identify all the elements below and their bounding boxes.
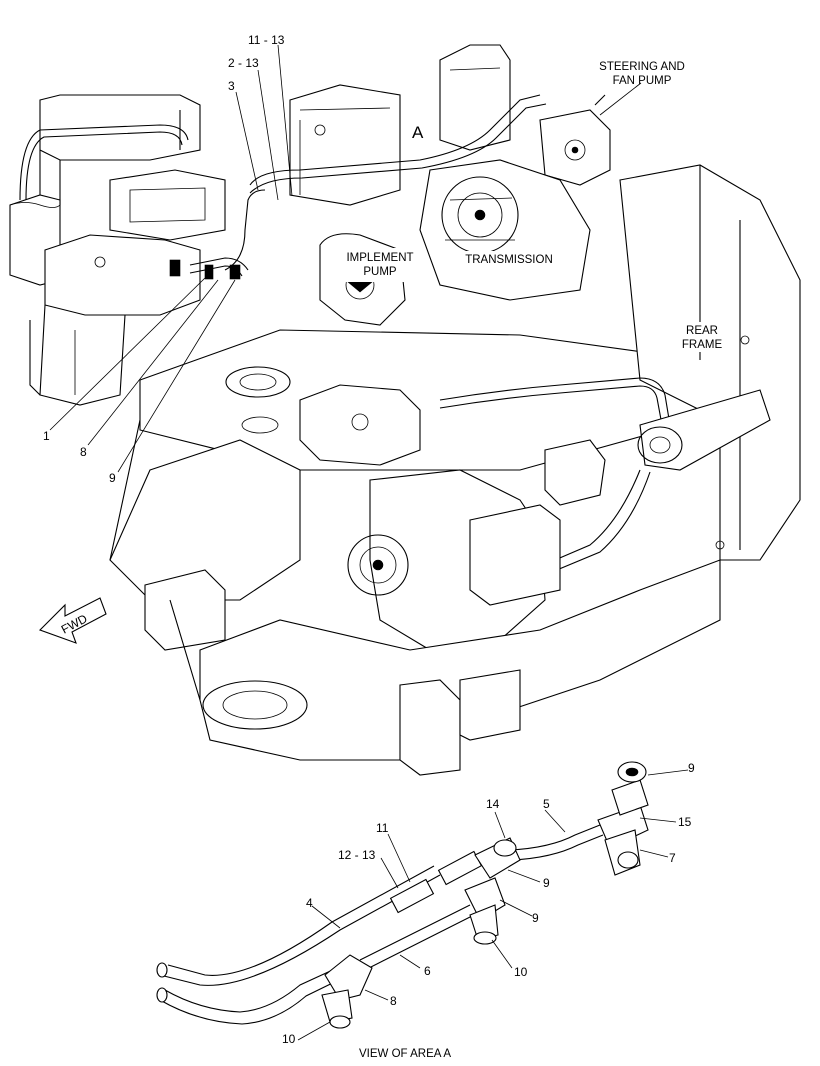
callout-9-top: 9 [109,471,116,485]
callout-2-13: 2 - 13 [228,56,259,70]
callout-14: 14 [486,797,500,811]
callout-10-b: 10 [282,1032,296,1046]
callout-1: 1 [43,429,50,443]
forward-arrow: FWD [38,597,107,644]
callout-11-b: 11 [376,821,389,835]
callout-8-b: 8 [390,994,397,1008]
callout-10-a: 10 [514,965,528,979]
callout-6: 6 [424,964,431,978]
implement-pump-label-line2: PUMP [363,266,397,278]
callout-11-13: 11 - 13 [248,33,285,47]
component-labels: STEERING AND FAN PUMP IMPLEMENT PUMP TRA… [336,61,728,1060]
callout-4: 4 [306,896,313,910]
callout-8-top: 8 [80,445,87,459]
rear-frame-label-line1: REAR [686,325,718,337]
callout-9-c: 9 [532,911,539,925]
callout-9-b: 9 [543,876,550,890]
implement-pump-label-line1: IMPLEMENT [346,252,413,264]
leader-lines [49,44,689,1041]
callout-7: 7 [669,851,676,865]
callout-9-a: 9 [688,761,695,775]
callouts: 11 - 13 2 - 13 3 A 1 8 9 9 14 5 15 7 11 … [43,33,695,1046]
callout-3: 3 [228,79,235,93]
callout-12-13: 12 - 13 [338,848,376,862]
callout-15: 15 [678,815,692,829]
callout-5: 5 [543,797,550,811]
steering-fan-pump-label-line1: STEERING AND [599,61,685,73]
transmission-label: TRANSMISSION [465,254,553,266]
view-of-area-a [156,761,649,1029]
steering-fan-pump-label-line2: FAN PUMP [613,75,672,87]
rear-frame-label-line2: FRAME [682,339,723,351]
callout-area-a: A [412,123,424,142]
view-caption: VIEW OF AREA A [359,1048,451,1060]
machine-assembly [9,44,801,776]
